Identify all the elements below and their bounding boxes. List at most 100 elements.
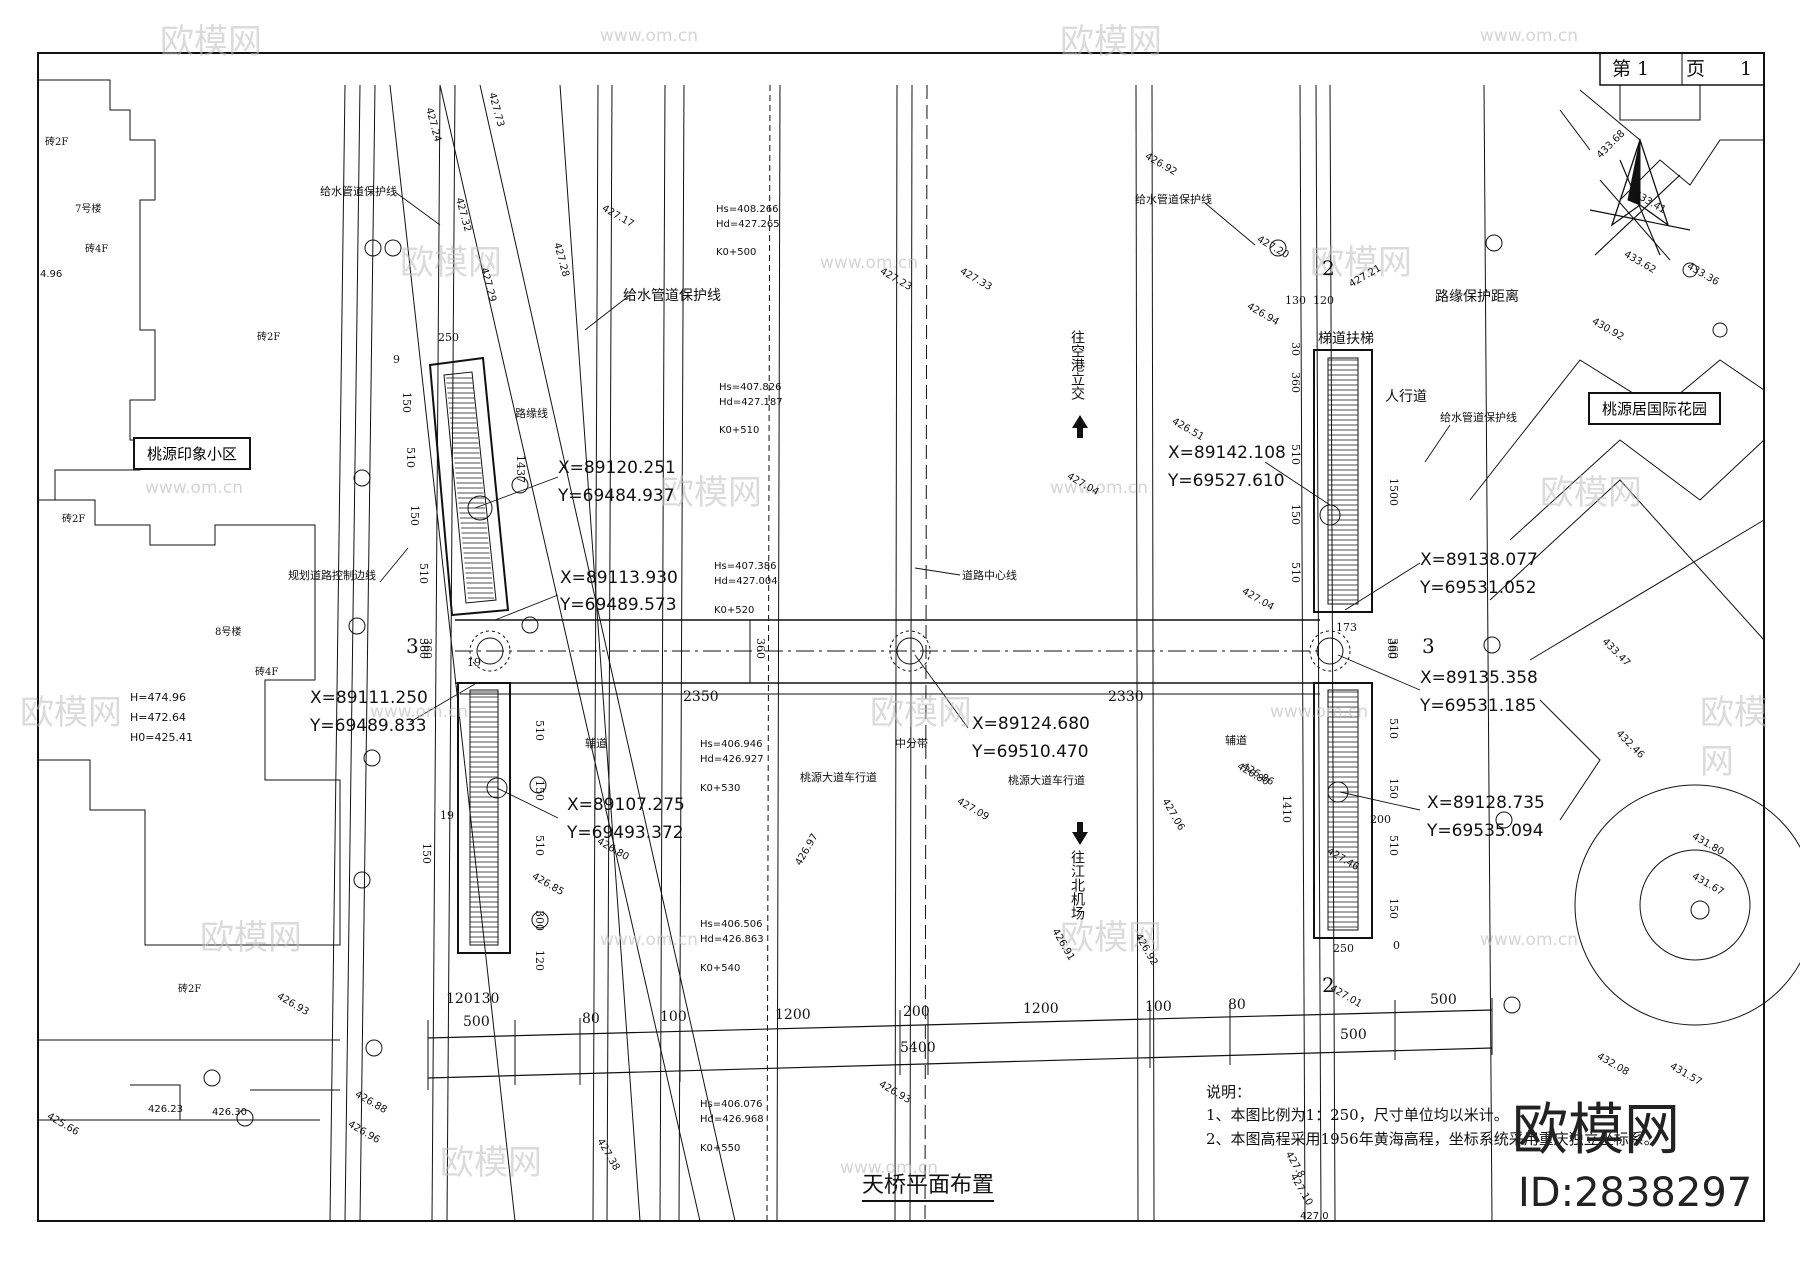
dim-span: 2330 [1108,689,1144,705]
stair-right-south [1313,682,1373,939]
watermark-url: www.om.cn [370,702,469,722]
pipe-protect-label: 给水管道保护线 [623,288,721,304]
dim-label: 360 [1387,638,1400,659]
height-label: H=472.64 [130,711,186,724]
total-pages-number: 1 [1740,58,1753,80]
drawing-title: 天桥平面布置 [862,1175,995,1202]
dim-deck-width: 360 [754,638,767,659]
watermark-url: www.om.cn [1480,930,1579,950]
elevation-spot: 4.96 [40,269,63,280]
sheet-border [37,52,1765,1222]
dim-bottom: 500 [1430,992,1457,1008]
pipe-protect-label: 给水管道保护线 [1440,411,1517,424]
dim-bottom: 100 [1145,999,1172,1015]
station-hs: Hs=406.076 [700,1099,763,1110]
coord-y: Y=69527.610 [1168,471,1285,491]
lane-label: 桃源大道车行道 [1008,774,1085,787]
watermark-logo: 欧模网 [400,243,502,283]
dim-label: 250 [1333,942,1354,955]
section-mark-left: 3 [406,634,419,658]
station-k: K0+540 [700,963,741,974]
coord-x: X=89107.275 [567,795,685,815]
brand-watermark: 欧模网 [1512,1098,1680,1163]
dim-bottom: 200 [903,1004,930,1020]
dim-label: 360 [421,638,434,659]
coord-y: Y=69484.937 [558,486,675,506]
dim-label: 250 [438,331,459,344]
station-k: K0+510 [719,425,760,436]
sidewalk-label: 人行道 [1385,389,1427,405]
curb-line-label: 路缘线 [515,407,548,420]
station-hs: Hs=407.386 [714,561,777,572]
coord-y: Y=69489.573 [560,595,677,615]
station-hd: Hd=426.968 [700,1114,764,1125]
coord-x: X=89124.680 [972,714,1090,734]
median-label: 中分带 [895,737,928,750]
floors-label: 砖4F [255,667,279,678]
watermark-url: www.om.cn [820,253,919,273]
stair-left-north [428,356,510,617]
stair-escalator-label: 梯道扶梯 [1318,331,1374,347]
dim-deck-width: 360 [1385,638,1398,659]
building-label: 7号楼 [75,204,102,215]
dim-label: 130 [1285,294,1306,307]
watermark-url: www.om.cn [840,1158,939,1178]
dim-label: 150 [420,843,433,864]
station-hd: Hd=427.265 [716,219,780,230]
station-k: K0+550 [700,1143,741,1154]
watermark-url: www.om.cn [1480,26,1579,46]
dim-label: 120130 [446,991,500,1007]
watermark-url: www.om.cn [1270,702,1369,722]
north-arrow-icon [1589,137,1691,261]
station-hd: Hd=426.927 [700,754,764,765]
watermark-logo: 欧模网 [20,693,122,733]
section-mark-south: 2 [1322,973,1335,997]
direction-north-label: 往空港立交 [1069,330,1085,400]
notes-heading: 说明： [1206,1083,1252,1101]
station-hd: Hd=426.863 [700,934,764,945]
curb-protect-label: 路缘保护距离 [1435,289,1519,305]
pier-left [476,637,504,665]
coord-x: X=89135.358 [1420,668,1538,688]
dim-label: 510 [417,563,430,584]
tree-symbols [203,234,1728,1127]
building-label: 8号楼 [215,627,242,638]
watermark-logo: 欧模网 [440,1143,542,1183]
coord-x: X=89128.735 [1427,793,1545,813]
pipe-protect-label: 给水管道保护线 [320,185,397,198]
dim-label: 30 [1289,342,1302,356]
watermark-url: www.om.cn [600,930,699,950]
coord-y: Y=69493.372 [567,823,684,843]
height-label: H=474.96 [130,691,186,704]
notes-line-1: 1、本图比例为1：250，尺寸单位均以米计。 [1206,1106,1509,1124]
dim-label: 510 [533,720,546,741]
coord-y: Y=69531.052 [1420,578,1537,598]
station-hd: Hd=427.004 [714,576,778,587]
watermark-logo: 欧模网 [1060,22,1162,62]
dim-bottom: 80 [1228,997,1246,1013]
watermark-logo: 欧模网 [870,693,972,733]
station-hs: Hs=408.266 [716,204,779,215]
dim-label: 200 [1370,813,1391,826]
dim-label: 0 [1393,939,1400,952]
watermark-url: www.om.cn [600,26,699,46]
station-hs: Hs=406.506 [700,919,763,930]
coord-x: X=89138.077 [1420,550,1538,570]
direction-south-label: 往江北机场 [1069,850,1085,920]
coord-x: X=89111.250 [310,688,428,708]
dim-label: 360 [1289,372,1302,393]
dim-label: 19 [440,809,454,822]
watermark-logo: 欧模网 [1310,243,1412,283]
station-k: K0+530 [700,783,741,794]
station-k: K0+520 [714,605,755,616]
pier-right [1316,637,1344,665]
total-pages-label: 页 [1686,58,1706,80]
dim-label: 150 [400,392,413,413]
dim-label: 173 [1336,621,1357,634]
watermark-url: www.om.cn [145,478,244,498]
building-outline-east [1619,85,1701,121]
direction-arrows [1072,415,1088,845]
community-label-east: 桃源居国际花园 [1588,392,1722,425]
dim-label: 150 [1289,504,1302,525]
station-hs: Hs=406.946 [700,739,763,750]
